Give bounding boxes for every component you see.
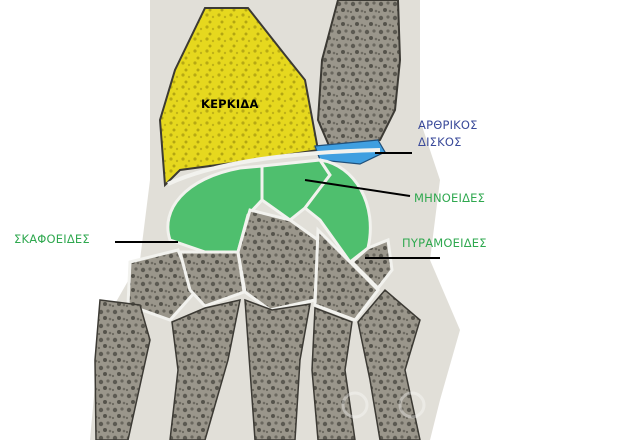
hamate-bone (313, 226, 380, 322)
copyright-watermark (341, 391, 426, 419)
trapezium-bone (126, 248, 197, 322)
metacarpal-1 (94, 299, 151, 440)
lunate-leader-line (304, 179, 411, 197)
articular-disc-label-line2: ΔΙΣΚΟΣ (418, 135, 462, 149)
pisiform-bone (349, 237, 394, 291)
trapezoid-bone (178, 250, 246, 308)
scaphoid-label: ΣΚΑΦΟΕΙΔΕΣ (14, 232, 90, 246)
triquetrum-label: ΠΥΡΑΜΟΕΙΔΕΣ (402, 236, 487, 250)
radius-label: ΚΕΡΚΙΔΑ (201, 97, 259, 111)
metacarpal-3 (244, 298, 311, 440)
metacarpal-5 (357, 288, 421, 440)
radiocarpal-joint-line (167, 148, 381, 186)
metacarpal-2 (169, 299, 241, 440)
articular-disc-label-line1: ΑΡΘΡΙΚΟΣ (418, 118, 478, 132)
lunate-label: ΜΗΝΟΕΙΔΕΣ (414, 191, 486, 205)
metacarpal-4 (311, 306, 356, 440)
ulna-bone (316, 0, 402, 150)
triquetrum-bone (302, 158, 372, 265)
